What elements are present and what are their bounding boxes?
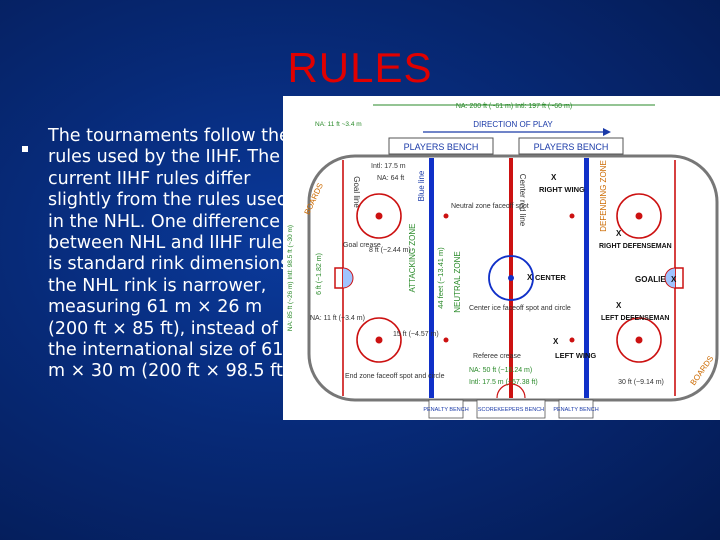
neutral-spot-left-top bbox=[443, 213, 449, 219]
goal-crease-left bbox=[342, 267, 354, 289]
center-ice-circle bbox=[488, 255, 534, 301]
players-bench-left bbox=[388, 137, 494, 155]
neutral-faceoff-label: Neutral zone faceoff spot bbox=[451, 203, 529, 210]
faceoff-circle-left-top bbox=[356, 193, 402, 239]
end-zone-label: End zone faceoff spot and circle bbox=[345, 373, 445, 380]
players-bench-right bbox=[518, 137, 624, 155]
faceoff-spot-left-top bbox=[375, 212, 383, 220]
dim-44ft-label: 44 feet (~13.41 m) bbox=[436, 247, 445, 309]
blue-line-right bbox=[584, 158, 589, 398]
referee-crease-label: Referee crease bbox=[473, 353, 521, 360]
bullet-marker bbox=[22, 146, 28, 152]
direction-arrow-head bbox=[603, 128, 611, 136]
direction-of-play-label: DIRECTION OF PLAY bbox=[473, 120, 553, 129]
faceoff-circle-right-top bbox=[616, 193, 662, 239]
center-red-line-label: Center red line bbox=[518, 174, 527, 227]
faceoff-spot-right-top bbox=[635, 212, 643, 220]
body-text: The tournaments follow the rules used by… bbox=[48, 126, 296, 382]
neutral-zone-label: NEUTRAL ZONE bbox=[453, 251, 462, 313]
na-64-label: NA: 64 ft bbox=[377, 175, 404, 182]
center-circle-label: Center ice faceoff spot and circle bbox=[469, 305, 571, 312]
goal-crease-right bbox=[664, 267, 676, 289]
referee-crease bbox=[496, 383, 526, 399]
players-bench-right-label: PLAYERS BENCH bbox=[534, 142, 609, 152]
center-label: CENTER bbox=[535, 273, 566, 282]
penalty-bench-right bbox=[558, 399, 594, 419]
center-x: X bbox=[527, 273, 533, 282]
scorekeepers-bench-label: SCOREKEEPERS BENCH bbox=[478, 407, 544, 413]
players-bench-left-label: PLAYERS BENCH bbox=[404, 142, 479, 152]
neutral-spot-left-bottom bbox=[443, 337, 449, 343]
faceoff-circle-right-bottom bbox=[616, 317, 662, 363]
intl-top-label: Intl: 17.5 m bbox=[371, 163, 406, 170]
scorekeepers-bench bbox=[476, 399, 546, 419]
right-defenseman-x: X bbox=[616, 229, 622, 238]
penalty-bench-right-label: PENALTY BENCH bbox=[553, 407, 598, 413]
right-wing-x: X bbox=[551, 173, 557, 182]
left-wing-label: LEFT WING bbox=[555, 351, 596, 360]
left-defenseman-x: X bbox=[616, 301, 622, 310]
dim-na50-label: NA: 50 ft (~15.24 m) bbox=[469, 367, 532, 374]
faceoff-spot-right-bottom bbox=[635, 336, 643, 344]
dim-intl-bottom-label: Intl: 17.5 m (~57.38 ft) bbox=[469, 379, 538, 386]
top-dimension-label: NA: 200 ft (~61 m) Intl: 197 ft (~60 m) bbox=[456, 103, 572, 110]
defending-zone-label: DEFENDING ZONE bbox=[599, 160, 608, 232]
na-side-dimension: NA: 85 ft (~26 m) Intl: 98.5 ft (~30 m) bbox=[287, 225, 294, 331]
left-wing-x: X bbox=[553, 337, 559, 346]
right-wing-label: RIGHT WING bbox=[539, 185, 585, 194]
slide-title: RULES bbox=[287, 44, 433, 91]
penalty-bench-left-label: PENALTY BENCH bbox=[423, 407, 468, 413]
right-defenseman-label: RIGHT DEFENSEMAN bbox=[599, 243, 672, 250]
corner-dimension-label: NA: 11 ft ~3.4 m bbox=[315, 121, 362, 128]
dim-na11-label: NA: 11 ft (~3.4 m) bbox=[310, 315, 365, 322]
goal-line-label: Goal line bbox=[352, 176, 361, 208]
penalty-bench-left bbox=[428, 399, 464, 419]
neutral-spot-right-bottom bbox=[569, 337, 575, 343]
attacking-zone-label: ATTACKING ZONE bbox=[408, 223, 417, 292]
goalie-label: GOALIE bbox=[635, 275, 666, 284]
faceoff-circle-left-bottom bbox=[356, 317, 402, 363]
faceoff-spot-left-bottom bbox=[375, 336, 383, 344]
dim-30ft-label: 30 ft (~9.14 m) bbox=[618, 379, 664, 386]
neutral-spot-right-top bbox=[569, 213, 575, 219]
center-ice-spot bbox=[508, 275, 514, 281]
blue-line-left bbox=[429, 158, 434, 398]
left-defenseman-label: LEFT DEFENSEMAN bbox=[601, 315, 669, 322]
goal-crease-label: Goal crease bbox=[343, 242, 381, 249]
goalie-x: X bbox=[671, 275, 677, 284]
blue-line-label: Blue line bbox=[417, 170, 426, 201]
dim-15ft-label: 15 ft (~4.57 m) bbox=[393, 331, 439, 338]
dim-8ft-label: 8 ft (~2.44 m) bbox=[369, 247, 411, 254]
rink-diagram: NA: 200 ft (~61 m) Intl: 197 ft (~60 m) … bbox=[283, 96, 720, 420]
dim-6ft-label: 6 ft (~1.82 m) bbox=[316, 253, 323, 295]
